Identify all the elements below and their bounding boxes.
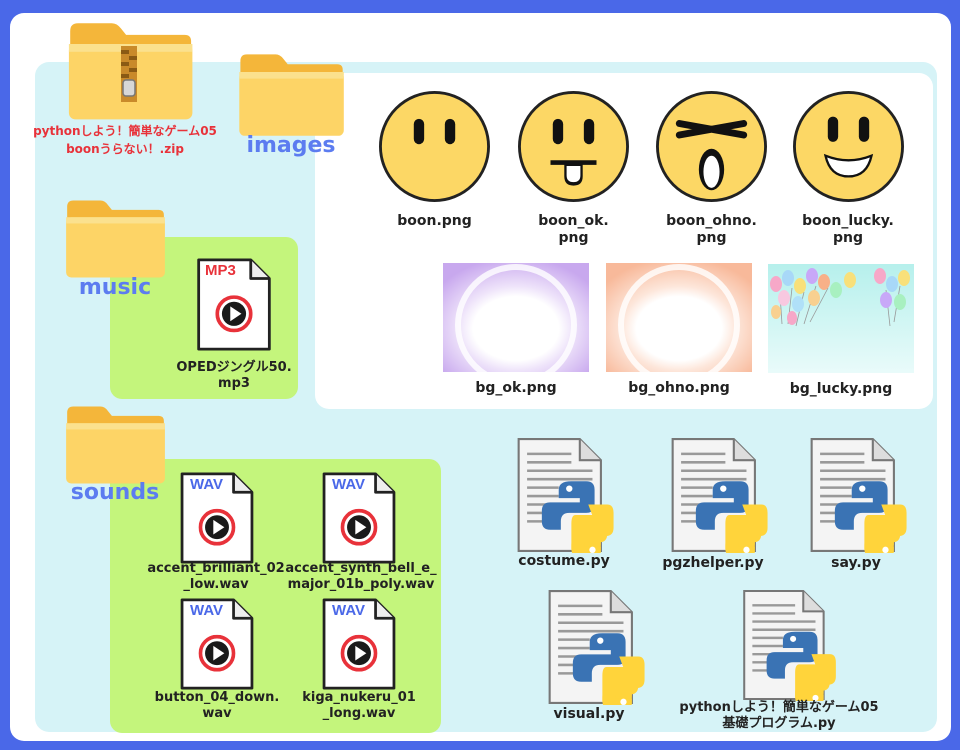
bg-ohno-thumbnail[interactable] <box>606 263 752 372</box>
python-file-icon <box>548 589 645 705</box>
python-file-label: visual.py <box>553 706 625 722</box>
face-label: boon_ohno. png <box>666 213 757 246</box>
face-label: boon_lucky. png <box>802 213 894 246</box>
python-file-icon <box>517 437 614 553</box>
zip-file[interactable] <box>65 18 195 122</box>
bg-label: bg_lucky.png <box>789 381 893 397</box>
folder-icon <box>239 54 344 136</box>
face-label: boon_ok. png <box>538 213 609 246</box>
python-file-visual[interactable] <box>545 589 645 705</box>
python-file-label: costume.py <box>518 553 610 569</box>
wav-badge: WAV <box>190 602 224 619</box>
python-file-label: pgzhelper.py <box>662 555 764 571</box>
folder-icon <box>66 406 165 484</box>
folder-label-sounds: sounds <box>70 480 160 505</box>
wav-badge: WAV <box>190 476 224 493</box>
face-boon-lucky-icon[interactable] <box>791 89 906 204</box>
mp3-label: OPEDジングル50. mp3 <box>176 360 292 391</box>
folder-label-images: images <box>246 133 336 158</box>
zip-label: pythonしよう！簡単なゲーム05 boonうらない！.zip <box>33 124 217 156</box>
wav-label: accent_brilliant_02 _low.wav <box>147 561 285 592</box>
wav-file[interactable]: WAV <box>321 472 397 564</box>
zip-folder-icon <box>68 23 193 120</box>
bg-lucky-thumbnail[interactable] <box>768 264 914 373</box>
wav-label: kiga_nukeru_01 _long.wav <box>302 690 416 721</box>
python-file-say[interactable] <box>807 437 907 553</box>
python-file-label: say.py <box>831 555 881 571</box>
folder-images[interactable] <box>236 50 346 138</box>
python-file-kiso[interactable] <box>738 589 838 701</box>
python-file-label: pythonしよう！簡単なゲーム05 基礎プログラム.py <box>679 700 879 731</box>
mp3-badge: MP3 <box>205 262 236 279</box>
python-file-icon <box>742 589 837 701</box>
face-boon-ok-icon[interactable] <box>516 89 631 204</box>
wav-file[interactable]: WAV <box>179 472 255 564</box>
folder-icon <box>66 200 165 278</box>
folder-label-music: music <box>78 275 152 300</box>
bg-label: bg_ohno.png <box>628 380 730 396</box>
python-file-icon <box>810 437 907 553</box>
face-boon-ohno-icon[interactable] <box>654 89 769 204</box>
wav-file[interactable]: WAV <box>179 598 255 690</box>
bg-ok-thumbnail[interactable] <box>443 263 589 372</box>
face-boon-icon[interactable] <box>377 89 492 204</box>
python-file-icon <box>671 437 768 553</box>
wav-badge: WAV <box>332 602 366 619</box>
python-file-pgzhelper[interactable] <box>668 437 768 553</box>
python-file-costume[interactable] <box>514 437 614 553</box>
bg-label: bg_ok.png <box>475 380 557 396</box>
wav-badge: WAV <box>332 476 366 493</box>
wav-file[interactable]: WAV <box>321 598 397 690</box>
folder-sounds[interactable] <box>63 402 167 486</box>
mp3-file[interactable]: MP3 <box>195 258 273 351</box>
wav-label: button_04_down. wav <box>154 690 280 721</box>
wav-label: accent_synth_bell_e_ major_01b_poly.wav <box>285 561 437 592</box>
folder-music[interactable] <box>63 196 167 280</box>
face-label: boon.png <box>397 213 472 229</box>
